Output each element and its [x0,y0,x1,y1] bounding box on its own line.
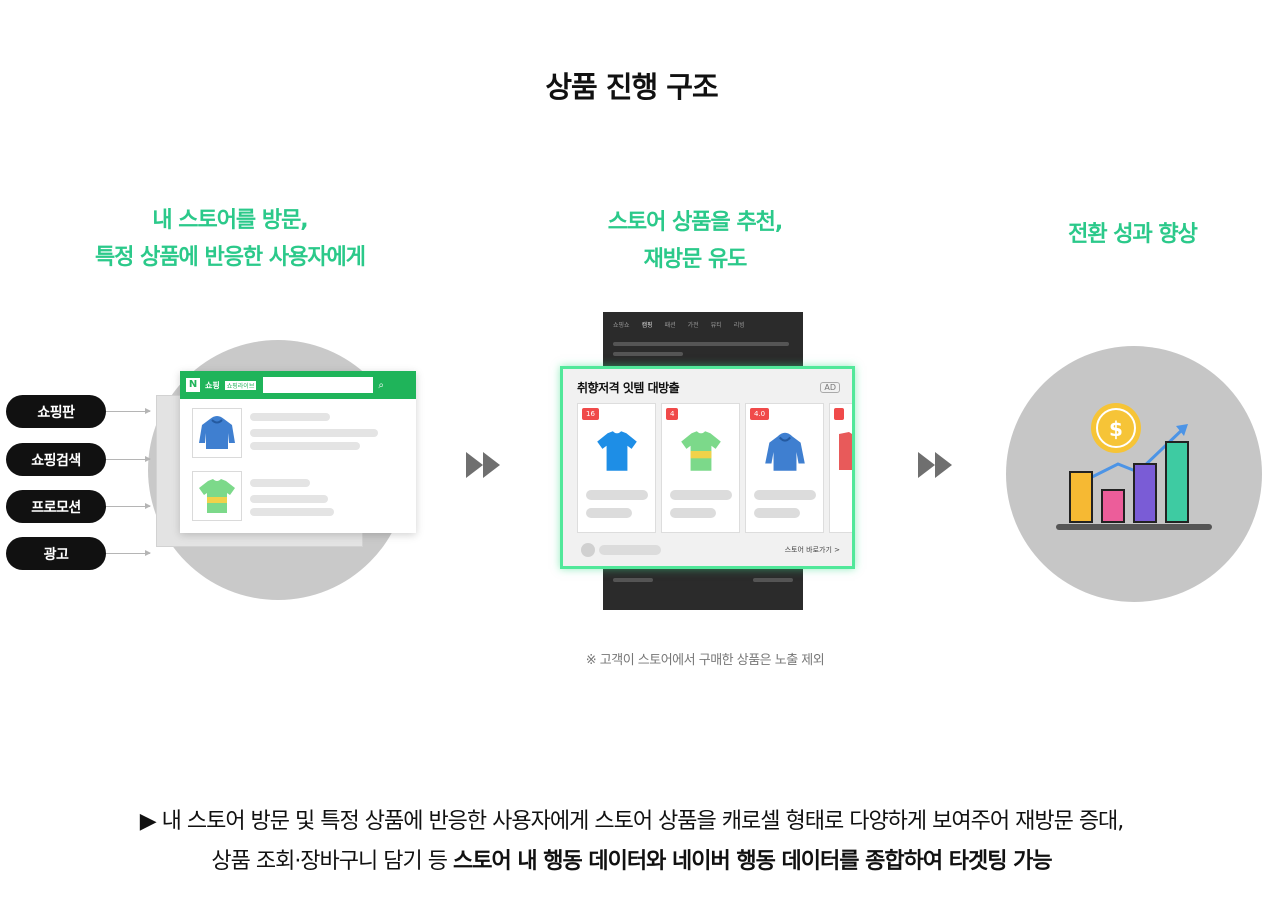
placeholder-bar [670,490,732,500]
placeholder-bar [754,508,800,518]
placeholder-bar [670,508,716,518]
review-badge [834,408,844,420]
tshirt-icon [839,432,852,470]
growth-chart-icon: $ [1056,403,1212,530]
store-avatar [581,543,595,557]
step1-line1: 내 스토어를 방문, [152,208,308,233]
hoodie-thumbnail [192,408,242,458]
tshirt-thumbnail [192,471,242,521]
page-title: 상품 진행 구조 [545,70,718,104]
placeholder-bar [250,508,334,516]
flow-arrow-icon [483,452,500,478]
flow-arrow-icon [918,452,935,478]
placeholder-bar [250,429,378,437]
carousel-card[interactable] [829,403,852,533]
tshirt-icon [199,479,235,513]
placeholder-bar [250,479,310,487]
store-link[interactable]: 스토어 바로가기 > [784,546,840,554]
carousel-card[interactable]: 4.0 [745,403,824,533]
phone-text-line [613,578,653,582]
channel-promotion: 프로모션 [6,490,106,523]
phone-tab: 캠핑 [641,322,653,329]
step2-heading: 스토어 상품을 추천, 재방문 유도 [520,204,870,278]
browser-brand: 쇼핑 [205,380,220,390]
browser-toolbar: N 쇼핑 쇼핑라이브 ⌕ [180,371,416,399]
rating-badge: 4.0 [750,408,770,420]
exclusion-note: ※ 고객이 스토어에서 구매한 상품은 노출 제외 [585,653,825,668]
step3-heading: 전환 성과 향상 [1010,216,1255,253]
flow-arrow-icon [466,452,483,478]
shopping-browser: N 쇼핑 쇼핑라이브 ⌕ [180,371,416,533]
phone-tab: 리빙 [733,322,745,329]
placeholder-bar [586,508,632,518]
channel-arrow [106,503,151,509]
channel-arrow [106,408,151,414]
channel-arrow [106,550,151,556]
review-badge: 16 [582,408,599,420]
svg-text:$: $ [1109,417,1123,441]
carousel-card[interactable]: 4 [661,403,740,533]
channel-arrow [106,456,151,462]
summary-line2-bold: 스토어 내 행동 데이터와 네이버 행동 데이터를 종합하여 타겟팅 가능 [452,849,1053,874]
step1-line2: 특정 상품에 반응한 사용자에게 [94,245,366,270]
browser-tag: 쇼핑라이브 [224,380,257,390]
tshirt-icon [597,431,637,471]
flow-arrow-icon [935,452,952,478]
placeholder-bar [250,495,328,503]
placeholder-bar [599,545,661,555]
phone-tab: 패션 [664,322,676,329]
phone-tabs: 쇼핑쇼 캠핑 패션 가전 뷰티 리빙 [613,320,745,329]
placeholder-bar [250,413,330,421]
ad-label: AD [820,382,840,393]
carousel-card[interactable]: 16 [577,403,656,533]
naver-logo-icon: N [186,378,200,392]
step1-heading: 내 스토어를 방문, 특정 상품에 반응한 사용자에게 [30,202,430,276]
placeholder-bar [250,442,360,450]
browser-search-input[interactable] [263,377,374,393]
phone-tab: 가전 [687,322,699,329]
tshirt-icon [681,431,721,471]
phone-text-line [613,352,683,356]
channel-shopping-pan: 쇼핑판 [6,395,106,428]
search-icon[interactable]: ⌕ [378,379,384,391]
channel-ad: 광고 [6,537,106,570]
channel-shopping-search: 쇼핑검색 [6,443,106,476]
step2-line1: 스토어 상품을 추천, [607,210,784,235]
phone-tab: 뷰티 [710,322,722,329]
summary-line2: 상품 조회·장바구니 담기 등 스토어 내 행동 데이터와 네이버 행동 데이터… [0,843,1263,875]
hoodie-icon [765,432,805,471]
placeholder-bar [754,490,816,500]
summary-line2-plain: 상품 조회·장바구니 담기 등 [211,849,453,874]
step2-line2: 재방문 유도 [643,247,748,272]
hoodie-icon [199,416,235,449]
phone-text-line [613,342,789,346]
review-badge: 4 [666,408,679,420]
phone-tab: 쇼핑쇼 [613,322,630,329]
phone-text-line [753,578,793,582]
placeholder-bar [586,490,648,500]
carousel-title: 취향저격 잇템 대방출 [577,381,680,395]
step3-line1: 전환 성과 향상 [1068,222,1198,247]
product-carousel: 취향저격 잇템 대방출 AD 16 4 4.0 스토어 바로가기 > [560,366,855,569]
summary-line1: ▶ 내 스토어 방문 및 특정 상품에 반응한 사용자에게 스토어 상품을 캐로… [139,809,1125,834]
